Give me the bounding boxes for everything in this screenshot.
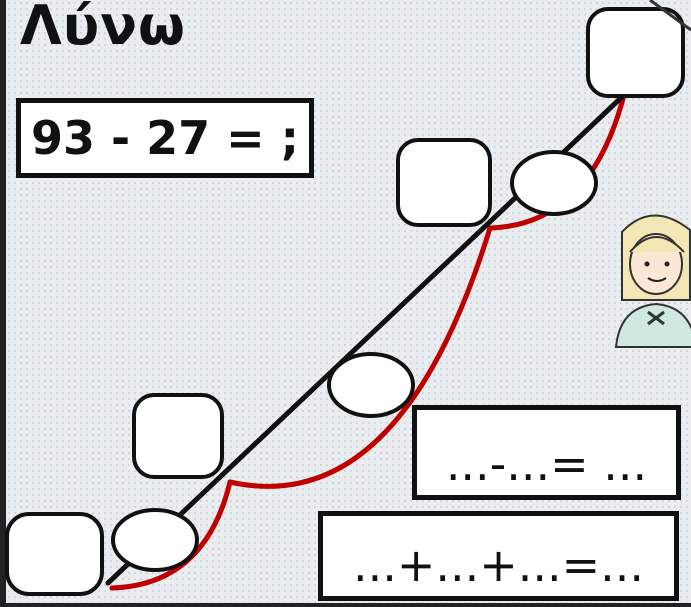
subtraction-equation: ...-...= ...	[445, 437, 648, 491]
jump-arc-2	[227, 225, 493, 489]
jump-amount-ellipse-2[interactable]	[327, 352, 415, 418]
jump-amount-ellipse-1[interactable]	[111, 508, 199, 572]
problem-box: 93 - 27 = ;	[16, 98, 314, 178]
teacher-icon	[614, 214, 691, 348]
page-title: Λύνω	[20, 0, 186, 57]
number-box-end[interactable]	[586, 7, 685, 98]
number-box-start[interactable]	[5, 512, 104, 596]
number-box-2[interactable]	[132, 393, 224, 479]
subtraction-equation-box[interactable]: ...-...= ...	[412, 405, 681, 500]
addition-equation: ...+...+...=...	[352, 538, 645, 592]
problem-text: 93 - 27 = ;	[30, 111, 300, 165]
corner-mark	[649, 0, 691, 32]
jump-amount-ellipse-3[interactable]	[510, 150, 598, 216]
addition-equation-box[interactable]: ...+...+...=...	[318, 511, 679, 601]
number-box-3[interactable]	[396, 138, 492, 227]
